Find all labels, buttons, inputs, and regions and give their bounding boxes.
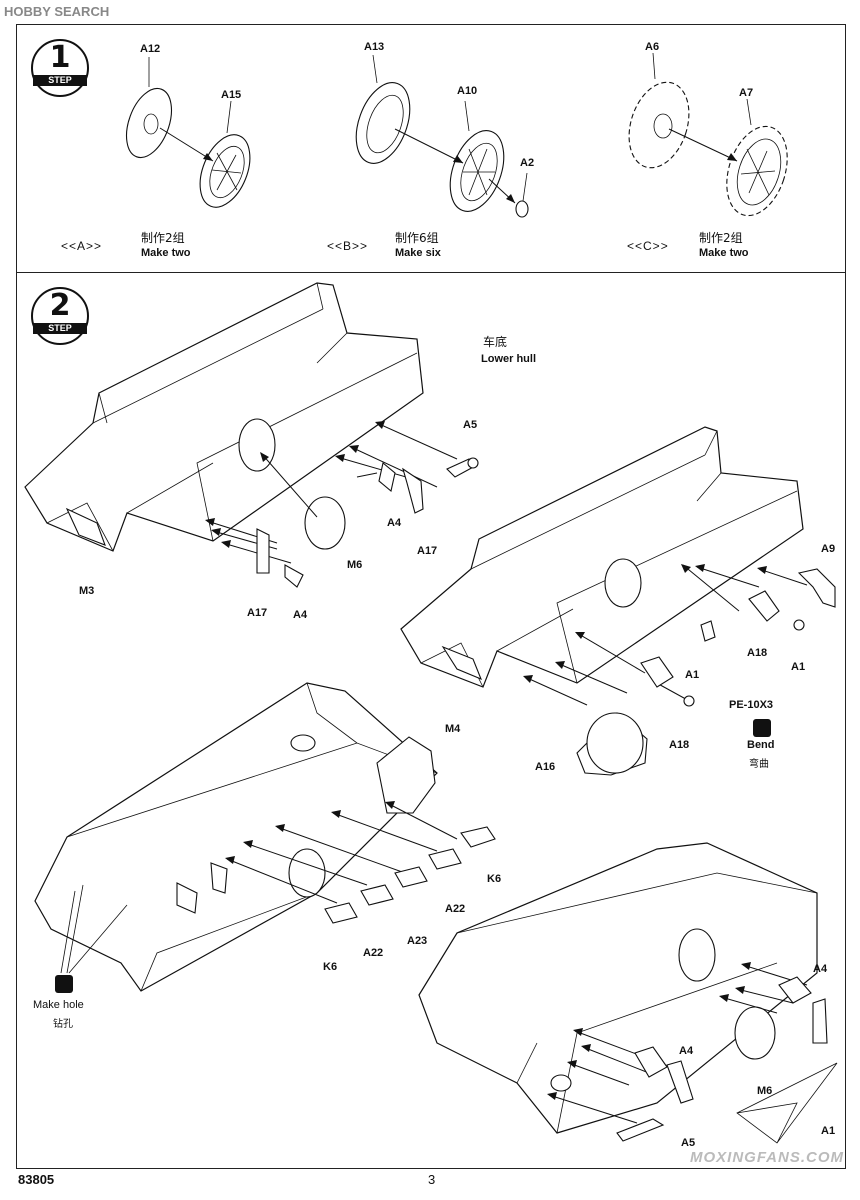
part-label-a9: A9 <box>821 543 836 555</box>
part-label-a6: A6 <box>645 41 660 53</box>
part-label-a7: A7 <box>739 87 754 99</box>
page-number: 3 <box>428 1172 436 1187</box>
step1-panel: 1 STEP A12 A15 A13 A10 A2 A6 A7 <<A>> 制作… <box>16 24 846 274</box>
step-word: STEP <box>33 75 87 86</box>
part-label-a22: A22 <box>445 903 466 915</box>
group-tag-b: <<B>> <box>327 239 369 253</box>
part-label-a2: A2 <box>520 157 535 169</box>
step1-badge: 1 STEP <box>31 39 89 97</box>
group-b-en: Make six <box>395 247 441 259</box>
part-label-a12: A12 <box>140 43 161 55</box>
group-c-en: Make two <box>699 247 749 259</box>
part-label-m4: M4 <box>445 723 461 735</box>
part-label-m6: M6 <box>757 1085 773 1097</box>
step-word: STEP <box>33 323 87 334</box>
part-label-a23: A23 <box>407 935 428 947</box>
moxingfans-watermark: MOXINGFANS.COM <box>689 1149 844 1166</box>
part-label-a5: A5 <box>463 419 478 431</box>
part-label-a16: A16 <box>535 761 556 773</box>
drill-icon <box>55 975 73 993</box>
bend-cn: 弯曲 <box>749 759 769 770</box>
step-number: 1 <box>49 40 71 75</box>
part-label-a5: A5 <box>681 1137 696 1149</box>
part-label-a13: A13 <box>364 41 385 53</box>
part-label-a1: A1 <box>791 661 806 673</box>
group-a-en: Make two <box>141 247 191 259</box>
part-label-pe: PE-10X3 <box>729 699 774 711</box>
step-number: 2 <box>49 288 71 323</box>
lower-hull-en: Lower hull <box>481 353 536 365</box>
part-label-a17: A1 <box>821 1125 836 1137</box>
bend-en: Bend <box>747 739 775 751</box>
part-label-a17: A17 <box>247 607 268 619</box>
make-hole-cn: 钻孔 <box>53 1019 73 1030</box>
group-c-cn: 制作2组 <box>699 231 743 245</box>
bend-icon <box>753 719 771 737</box>
part-label-a4: A4 <box>813 963 828 975</box>
part-label-a1: A1 <box>685 669 700 681</box>
make-hole-en: Make hole <box>33 999 84 1011</box>
group-tag-c: <<C>> <box>627 239 669 253</box>
step1-drawing <box>125 52 788 218</box>
part-label-a10: A10 <box>457 85 478 97</box>
step2-badge: 2 STEP <box>31 287 89 345</box>
part-label-a18: A18 <box>747 647 768 659</box>
part-label-a4: A4 <box>293 609 308 621</box>
part-label-m6: M6 <box>347 559 363 571</box>
group-tag-a: <<A>> <box>61 239 103 253</box>
part-label-k6: K6 <box>323 961 338 973</box>
group-b-cn: 制作6组 <box>395 231 439 245</box>
step2-panel: 2 STEP 车底 Lower hull A5 A4 A17 M6 M3 A17… <box>16 272 846 1169</box>
hobbysearch-watermark: HOBBY SEARCH <box>4 4 110 19</box>
part-label-a4: A4 <box>679 1045 694 1057</box>
part-label-m3: M3 <box>79 585 95 597</box>
product-code: 83805 <box>18 1172 55 1187</box>
part-label-a18: A18 <box>669 739 690 751</box>
group-a-cn: 制作2组 <box>141 231 185 245</box>
part-label-a15: A15 <box>221 89 242 101</box>
part-label-a17: A17 <box>417 545 438 557</box>
part-label-a22: A22 <box>363 947 384 959</box>
part-label-a4: A4 <box>387 517 402 529</box>
lower-hull-cn: 车底 <box>483 335 508 349</box>
part-label-k6: K6 <box>487 873 502 885</box>
step2-drawing <box>24 282 838 1144</box>
